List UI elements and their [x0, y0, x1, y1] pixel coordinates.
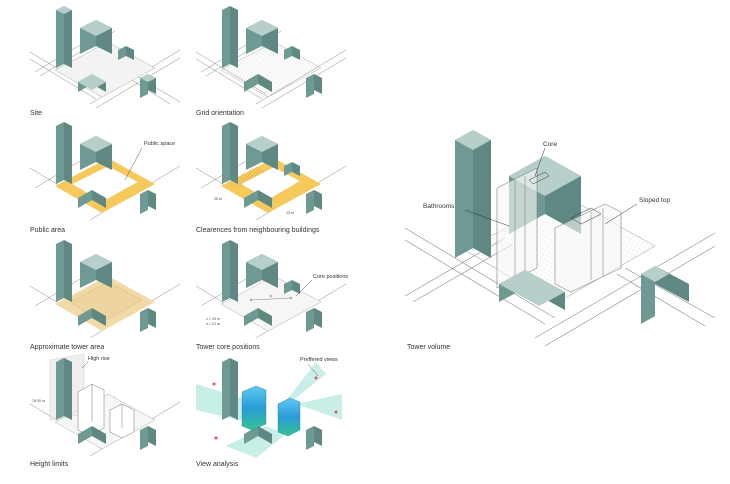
clearences-diagram: 25 m 13 m	[195, 122, 347, 221]
label-core-positions: Core positions	[313, 274, 348, 280]
clearance-hatch	[226, 166, 266, 190]
caption-site: Site	[30, 110, 43, 117]
caption-grid-orientation: Grid orientation	[196, 110, 244, 117]
panel-grid-orientation: Grid orientation	[195, 2, 347, 120]
label-preffered-views: Preffered views	[300, 357, 338, 363]
panel-height-limits: High rise 78.50 m Height limits	[29, 353, 190, 472]
dim-height: 78.50 m	[32, 399, 45, 403]
caption-public-area: Public area	[30, 227, 66, 234]
core-markers	[249, 294, 293, 302]
tower-heatmap	[241, 385, 301, 437]
caption-core-positions: Tower core positions	[196, 344, 260, 351]
public-area-diagram: Public space	[29, 122, 181, 221]
tower-volume-diagram: Core Bathrooms Sloped top	[404, 130, 716, 347]
panel-tower-area: Approximate tower area	[29, 236, 190, 354]
core-positions-diagram: Core positions x = 25 m h = 21 m	[195, 240, 348, 339]
caption-tower-volume: Tower volume	[407, 344, 451, 351]
right-block	[641, 266, 689, 324]
dim-a: 25 m	[214, 197, 222, 201]
label-high-rise: High rise	[88, 356, 110, 362]
panel-site: Site	[29, 2, 181, 120]
label-sloped-top: Sloped top	[639, 197, 670, 204]
grid-orientation-diagram	[195, 6, 347, 109]
view-analysis-diagram: Preffered views	[196, 357, 342, 458]
panel-public-area: Public space Public area	[29, 118, 190, 236]
note-b: h = 21 m	[206, 322, 220, 326]
neighbour-buildings	[56, 6, 156, 98]
label-public-space: Public space	[144, 141, 175, 147]
neighbour-buildings	[222, 6, 322, 98]
caption-clearences: Clearences from neighbouring buildings	[196, 227, 320, 234]
front-block	[499, 270, 565, 310]
panel-tower-volume: Core Bathrooms Sloped top Tower volume	[404, 118, 716, 358]
caption-view-analysis: View analysis	[196, 461, 239, 468]
height-limits-diagram: High rise 78.50 m	[29, 353, 181, 457]
panel-view-analysis: Preffered views View analysis	[196, 354, 356, 472]
tower-envelopes	[77, 383, 135, 439]
label-core: Core	[543, 141, 557, 148]
caption-height-limits: Height limits	[30, 461, 69, 468]
tower-volume	[496, 167, 622, 293]
neighbour-high-rise	[455, 130, 491, 258]
site-diagram	[29, 6, 181, 109]
caption-tower-area: Approximate tower area	[30, 344, 105, 351]
label-bathrooms: Bathrooms	[423, 203, 455, 210]
panel-core-positions: Core positions x = 25 m h = 21 m Tower c…	[195, 236, 356, 354]
dim-b: 13 m	[286, 211, 294, 215]
tower-area-diagram	[29, 240, 181, 339]
note-a: x = 25 m	[206, 317, 220, 321]
view-markers	[212, 376, 338, 440]
panel-clearences: 25 m 13 m Clearences from neighbouring b…	[195, 118, 356, 236]
